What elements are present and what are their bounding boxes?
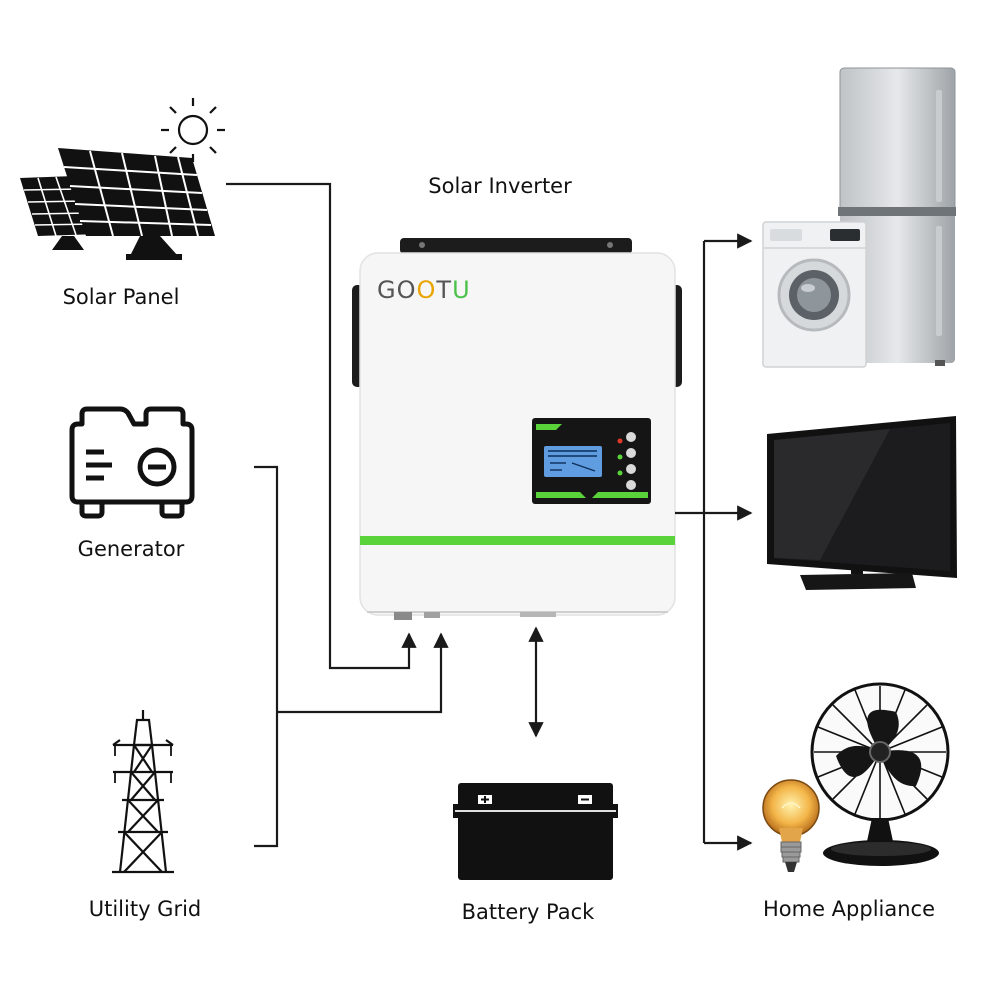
home-appliance-label: Home Appliance [762,897,936,921]
panel-button-icon[interactable] [626,480,636,490]
brand-logo-suffix: U [452,276,471,304]
utility-grid-label: Utility Grid [88,897,202,921]
generator-grid-bracket-line [254,465,279,848]
ac-input-to-inverter-line [277,632,449,714]
solar-panel-icon [20,148,215,260]
solar-panel-label: Solar Panel [62,285,180,309]
lcd-screen-icon [544,446,602,477]
panel-button-icon[interactable] [626,464,636,474]
transmission-tower-icon [112,710,174,874]
brand-logo: GOOTU [377,276,471,304]
generator-icon [69,406,195,519]
television-icon [767,416,957,590]
panel-button-icon[interactable] [626,432,636,442]
light-bulb-icon [762,779,820,872]
inverter-control-panel [532,418,651,504]
brand-logo-mid: T [436,276,453,304]
generator-label: Generator [77,537,185,561]
brand-logo-sun: O [416,276,437,304]
solar-to-inverter-line [226,182,417,670]
sun-icon [161,98,225,162]
connection-lines [226,182,753,851]
brand-logo-prefix: GO [377,276,417,304]
battery-icon [453,783,618,880]
refrigerator-icon [838,67,956,366]
battery-pack-label: Battery Pack [461,900,595,924]
inverter-title: Solar Inverter [428,174,572,198]
washing-machine-icon [762,221,867,368]
inverter-unit [352,238,682,620]
panel-button-icon[interactable] [626,448,636,458]
fan-icon [810,682,950,866]
